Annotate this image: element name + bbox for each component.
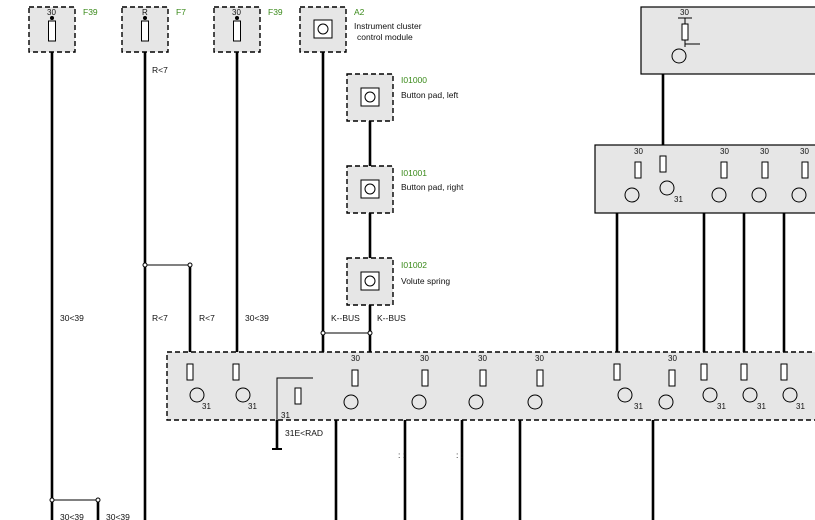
pin-label: 31 bbox=[634, 402, 643, 411]
pin-label: 30 bbox=[680, 8, 689, 17]
wire-label: 30<39 bbox=[106, 512, 130, 520]
pin-label: 31 bbox=[757, 402, 766, 411]
module-description: Instrument cluster bbox=[354, 21, 422, 31]
module-a2: A2 Instrument cluster control module bbox=[299, 6, 422, 53]
module-i01001: I01001 Button pad, right bbox=[346, 165, 464, 214]
pin-label: 31 bbox=[202, 402, 211, 411]
module-bottom: 30 30 30 30 30 31 31 31 31 31 31 31 bbox=[166, 351, 815, 421]
wire-label: 30<39 bbox=[60, 313, 84, 323]
module-description: Button pad, left bbox=[401, 90, 459, 100]
wires bbox=[49, 52, 786, 520]
pin-label: 31 bbox=[281, 411, 290, 420]
pin-label: 30 bbox=[760, 147, 769, 156]
fuse-name: F39 bbox=[83, 7, 98, 17]
wire-label: K--BUS bbox=[377, 313, 406, 323]
module-right-middle: 30 30 30 30 31 bbox=[594, 144, 815, 214]
fuse-name: F39 bbox=[268, 7, 283, 17]
wire-label: R<7 bbox=[152, 313, 168, 323]
wire-label: 30<39 bbox=[245, 313, 269, 323]
pin-label: 31 bbox=[248, 402, 257, 411]
pin-label: 30 bbox=[800, 147, 809, 156]
wire-label: 30<39 bbox=[60, 512, 84, 520]
wire-label: 31E<RAD bbox=[285, 428, 323, 438]
fuse-name: F7 bbox=[176, 7, 186, 17]
module-id: I01002 bbox=[401, 260, 427, 270]
wire-label: K--BUS bbox=[331, 313, 360, 323]
fuse-f39-right: 30 F39 bbox=[213, 6, 283, 53]
fuse-f39-left: 30 F39 bbox=[28, 6, 98, 53]
pin-label: 30 bbox=[478, 354, 487, 363]
module-id: A2 bbox=[354, 7, 365, 17]
module-description: Volute spring bbox=[401, 276, 450, 286]
pin-label: 30 bbox=[351, 354, 360, 363]
pin-label: 30 bbox=[535, 354, 544, 363]
module-i01002: I01002 Volute spring bbox=[346, 257, 450, 306]
pin-label: 31 bbox=[674, 195, 683, 204]
pin-label: 31 bbox=[796, 402, 805, 411]
module-description: control module bbox=[357, 32, 413, 42]
connector-mark: : : bbox=[398, 450, 405, 460]
module-id: I01000 bbox=[401, 75, 427, 85]
fuse-pin-label: R bbox=[142, 8, 148, 17]
wire-labels: R<7 30<39 R<7 R<7 30<39 K--BUS K--BUS 31… bbox=[60, 65, 463, 520]
fuse-pin-label: 30 bbox=[47, 8, 56, 17]
connector-mark: : : bbox=[456, 450, 463, 460]
pin-label: 30 bbox=[668, 354, 677, 363]
module-id: I01001 bbox=[401, 168, 427, 178]
fuse-f7: R F7 bbox=[121, 6, 186, 53]
wire-label: R<7 bbox=[152, 65, 168, 75]
pin-label: 30 bbox=[634, 147, 643, 156]
pin-label: 31 bbox=[717, 402, 726, 411]
pin-label: 30 bbox=[420, 354, 429, 363]
module-i01000: I01000 Button pad, left bbox=[346, 73, 459, 122]
fuse-pin-label: 30 bbox=[232, 8, 241, 17]
module-description: Button pad, right bbox=[401, 182, 464, 192]
module-top-right: 30 bbox=[640, 6, 815, 75]
pin-label: 30 bbox=[720, 147, 729, 156]
wire-label: R<7 bbox=[199, 313, 215, 323]
